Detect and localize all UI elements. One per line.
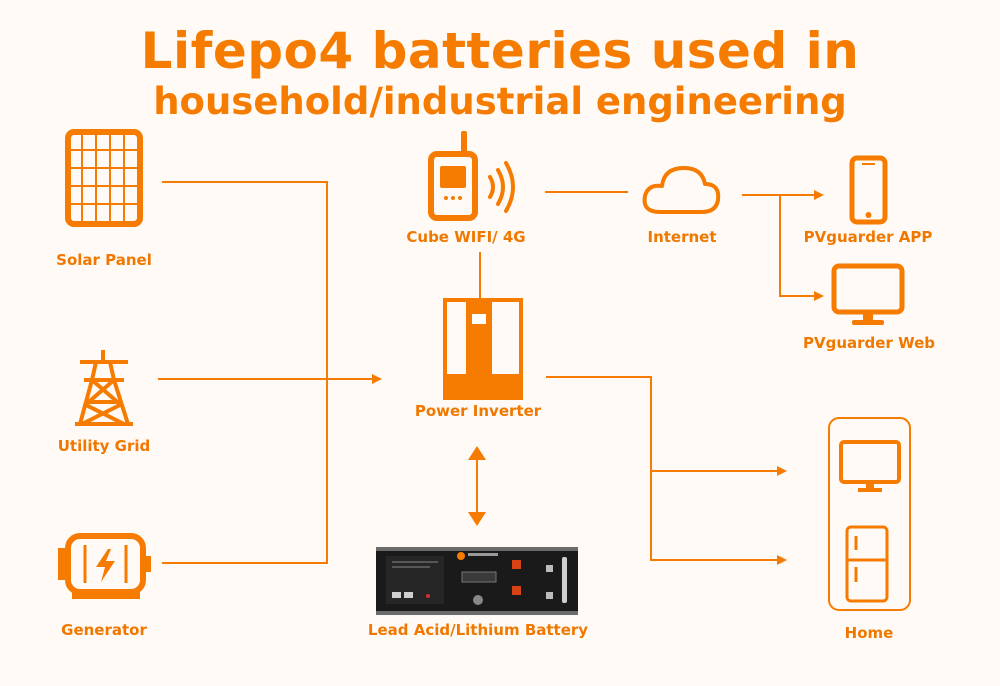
pvguarder-web-label: PVguarder Web xyxy=(803,334,935,352)
pvguarder-app-label: PVguarder APP xyxy=(803,228,933,246)
power-inverter-label: Power Inverter xyxy=(414,402,542,420)
transmission-tower-icon xyxy=(75,350,133,426)
battery-label: Lead Acid/Lithium Battery xyxy=(367,621,589,639)
utility-grid-label: Utility Grid xyxy=(57,437,151,455)
cloud-icon xyxy=(642,166,721,214)
internet-to-web-arrow xyxy=(779,195,824,301)
connector-lines xyxy=(158,181,824,565)
battery-arrow-up-head xyxy=(468,446,486,460)
solar-panel-label: Solar Panel xyxy=(56,251,152,269)
home-label: Home xyxy=(844,624,894,642)
home-icon xyxy=(828,417,911,611)
source-bus-line xyxy=(162,181,328,564)
signal-waves-icon xyxy=(488,161,515,213)
generator-label: Generator xyxy=(61,621,147,639)
power-inverter-icon xyxy=(443,298,523,400)
internet-label: Internet xyxy=(647,228,717,246)
cube-wifi-label: Cube WIFI/ 4G xyxy=(406,228,526,246)
inverter-to-home-lower-arrow xyxy=(546,376,787,565)
generator-icon xyxy=(58,533,151,599)
walkie-talkie-icon xyxy=(428,131,478,221)
battery-unit-image xyxy=(376,547,578,615)
battery-arrow-down-head xyxy=(468,512,486,526)
solar-panel-icon xyxy=(65,129,143,227)
monitor-icon xyxy=(831,263,905,325)
title-line-1: Lifepo4 batteries used in xyxy=(140,22,860,80)
smartphone-icon xyxy=(849,155,888,225)
title-line-2: household/industrial engineering xyxy=(153,80,847,123)
